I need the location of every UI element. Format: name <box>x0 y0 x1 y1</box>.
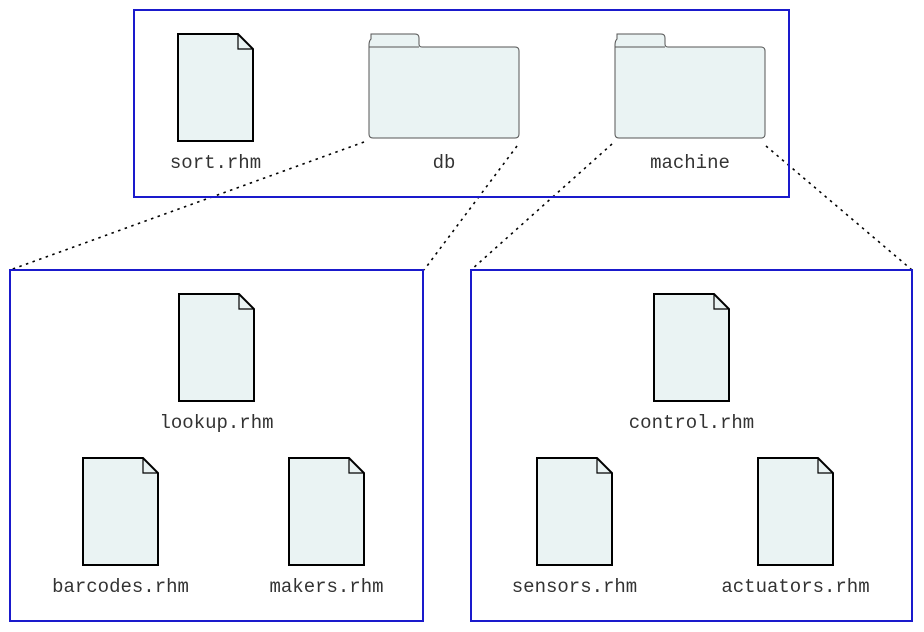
file-icon[interactable] <box>178 293 255 402</box>
file-label: sort.rhm <box>170 152 261 174</box>
file-icon[interactable] <box>653 293 730 402</box>
db-panel: lookup.rhm barcodes.rhm makers.rhm <box>9 269 424 622</box>
file-label: lookup.rhm <box>159 412 273 434</box>
file-label: sensors.rhm <box>512 576 637 598</box>
file-icon[interactable] <box>177 33 254 142</box>
file-icon[interactable] <box>757 457 834 566</box>
file-label: actuators.rhm <box>721 576 869 598</box>
folder-label: db <box>433 152 456 174</box>
file-icon[interactable] <box>536 457 613 566</box>
connector-machine-right <box>765 145 913 271</box>
machine-frame <box>470 269 913 622</box>
file-label: makers.rhm <box>269 576 383 598</box>
file-icon[interactable] <box>288 457 365 566</box>
folder-label: machine <box>650 152 730 174</box>
file-icon[interactable] <box>82 457 159 566</box>
file-label: barcodes.rhm <box>52 576 189 598</box>
folder-icon[interactable] <box>614 33 766 139</box>
connector-lines <box>9 141 913 271</box>
connector-db-right <box>423 145 518 271</box>
root-panel: sort.rhm db machine <box>133 9 790 198</box>
db-frame <box>9 269 424 622</box>
machine-panel: control.rhm sensors.rhm actuators.rhm <box>470 269 913 622</box>
folder-icon[interactable] <box>368 33 520 139</box>
file-label: control.rhm <box>629 412 754 434</box>
connector-machine-left <box>470 143 613 271</box>
root-frame <box>133 9 790 198</box>
